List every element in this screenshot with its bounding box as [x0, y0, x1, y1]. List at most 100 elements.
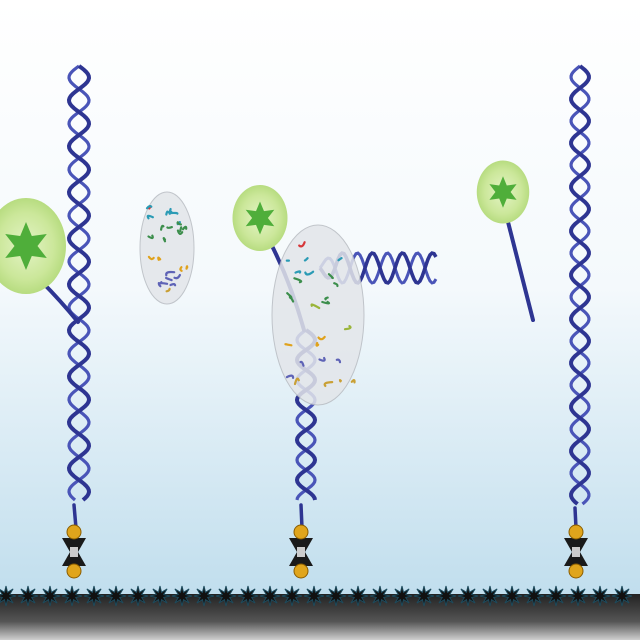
- surface-star-icon: [611, 585, 633, 607]
- surface-star-icon: [127, 585, 149, 607]
- protein-ribbon: [299, 360, 305, 367]
- biotin-bead: [568, 563, 584, 579]
- protein-ribbon: [157, 256, 162, 261]
- protein-ribbon: [147, 255, 155, 261]
- protein-ribbon: [318, 356, 326, 362]
- streptavidin-core: [297, 547, 305, 557]
- surface-stars: [0, 585, 633, 607]
- surface-star-icon: [347, 585, 369, 607]
- protein-ribbon: [147, 234, 154, 240]
- protein-ribbon: [310, 303, 321, 310]
- surface-star-icon: [501, 585, 523, 607]
- biotin-bead: [568, 524, 584, 540]
- dna-right: [569, 64, 591, 506]
- protein-ribbon: [165, 210, 170, 216]
- surface-star-icon: [567, 585, 589, 607]
- protein-ribbon: [338, 379, 342, 383]
- surface-star-icon: [0, 585, 17, 607]
- surface-star-icon: [215, 585, 237, 607]
- surface-star-icon: [523, 585, 545, 607]
- anchor-right: [564, 524, 588, 579]
- protein-ribbon: [324, 296, 329, 301]
- protein-ribbon: [294, 270, 302, 274]
- surface-star-icon: [171, 585, 193, 607]
- protein-ribbon: [157, 282, 169, 288]
- protein-ribbon: [304, 270, 315, 276]
- surface-star-icon: [479, 585, 501, 607]
- protein-ribbon: [165, 276, 173, 282]
- fluorophore-layer: [0, 160, 530, 294]
- surface-star-icon: [391, 585, 413, 607]
- protein-ribbon: [327, 273, 334, 280]
- surface-star-icon: [589, 585, 611, 607]
- surface-star-icon: [281, 585, 303, 607]
- protein-ribbon: [317, 335, 326, 341]
- protein-ribbon: [162, 237, 167, 243]
- protein-ribbon: [284, 343, 293, 347]
- surface-star-icon: [325, 585, 347, 607]
- surface-star-icon: [105, 585, 127, 607]
- anchor-left: [62, 524, 86, 579]
- biotin-bead: [66, 524, 82, 540]
- dna-backbone-strand: [569, 64, 591, 506]
- surface-star-icon: [39, 585, 61, 607]
- surface-star-icon: [545, 585, 567, 607]
- protein-ribbon: [321, 300, 331, 305]
- protein-ribbon: [165, 270, 176, 277]
- protein-ribbon: [298, 241, 306, 248]
- dna-linker: [72, 503, 78, 530]
- protein-surface: [139, 191, 195, 305]
- enzyme-bound: [271, 224, 365, 406]
- protein-ribbon: [146, 214, 154, 220]
- biotin-bead: [293, 524, 309, 540]
- protein-ribbon: [343, 325, 352, 331]
- released-strand: [505, 216, 535, 322]
- fluorophore-left: [0, 198, 66, 294]
- surface-star-icon: [259, 585, 281, 607]
- surface-star-icon: [237, 585, 259, 607]
- star-icon: [5, 222, 47, 270]
- surface-star-icon: [83, 585, 105, 607]
- surface-star-icon: [61, 585, 83, 607]
- biotin-bead: [293, 563, 309, 579]
- protein-ribbon: [337, 257, 343, 262]
- protein-ribbon: [166, 226, 173, 229]
- protein-ribbon: [293, 277, 303, 284]
- protein-ribbon: [181, 225, 188, 231]
- protein-ribbon: [145, 205, 153, 210]
- dna-backbone-strand: [67, 64, 91, 502]
- protein-ribbon: [185, 265, 189, 270]
- fluorophore-released: [476, 160, 530, 224]
- dna-left: [66, 64, 92, 502]
- protein-ribbon: [176, 229, 184, 235]
- passivated-surface: [0, 585, 640, 640]
- fluorophore-middle: [232, 185, 288, 251]
- protein-ribbon: [169, 283, 177, 287]
- surface-star-icon: [369, 585, 391, 607]
- star-icon: [489, 176, 517, 208]
- protein-ribbon: [165, 287, 171, 293]
- protein-ribbon: [315, 341, 320, 347]
- anchor-middle: [289, 524, 313, 579]
- streptavidin-core: [572, 547, 580, 557]
- protein-ribbon: [285, 374, 295, 379]
- enzyme-free: [139, 191, 195, 305]
- protein-ribbon: [169, 211, 179, 215]
- protein-ribbon: [333, 282, 339, 288]
- surface-star-icon: [413, 585, 435, 607]
- protein-ribbon: [179, 226, 183, 233]
- protein-ribbon: [160, 224, 165, 231]
- protein-ribbon: [350, 379, 356, 384]
- biotin-bead: [66, 563, 82, 579]
- protein-surface: [271, 224, 365, 406]
- streptavidin-core: [70, 547, 78, 557]
- star-icon: [245, 201, 275, 235]
- dna-backbone-strand: [66, 64, 92, 502]
- protein-ribbon: [293, 377, 300, 386]
- protein-ribbon: [323, 381, 334, 387]
- surface-star-icon: [303, 585, 325, 607]
- protein-ribbon: [176, 221, 182, 226]
- surface-star-icon: [149, 585, 171, 607]
